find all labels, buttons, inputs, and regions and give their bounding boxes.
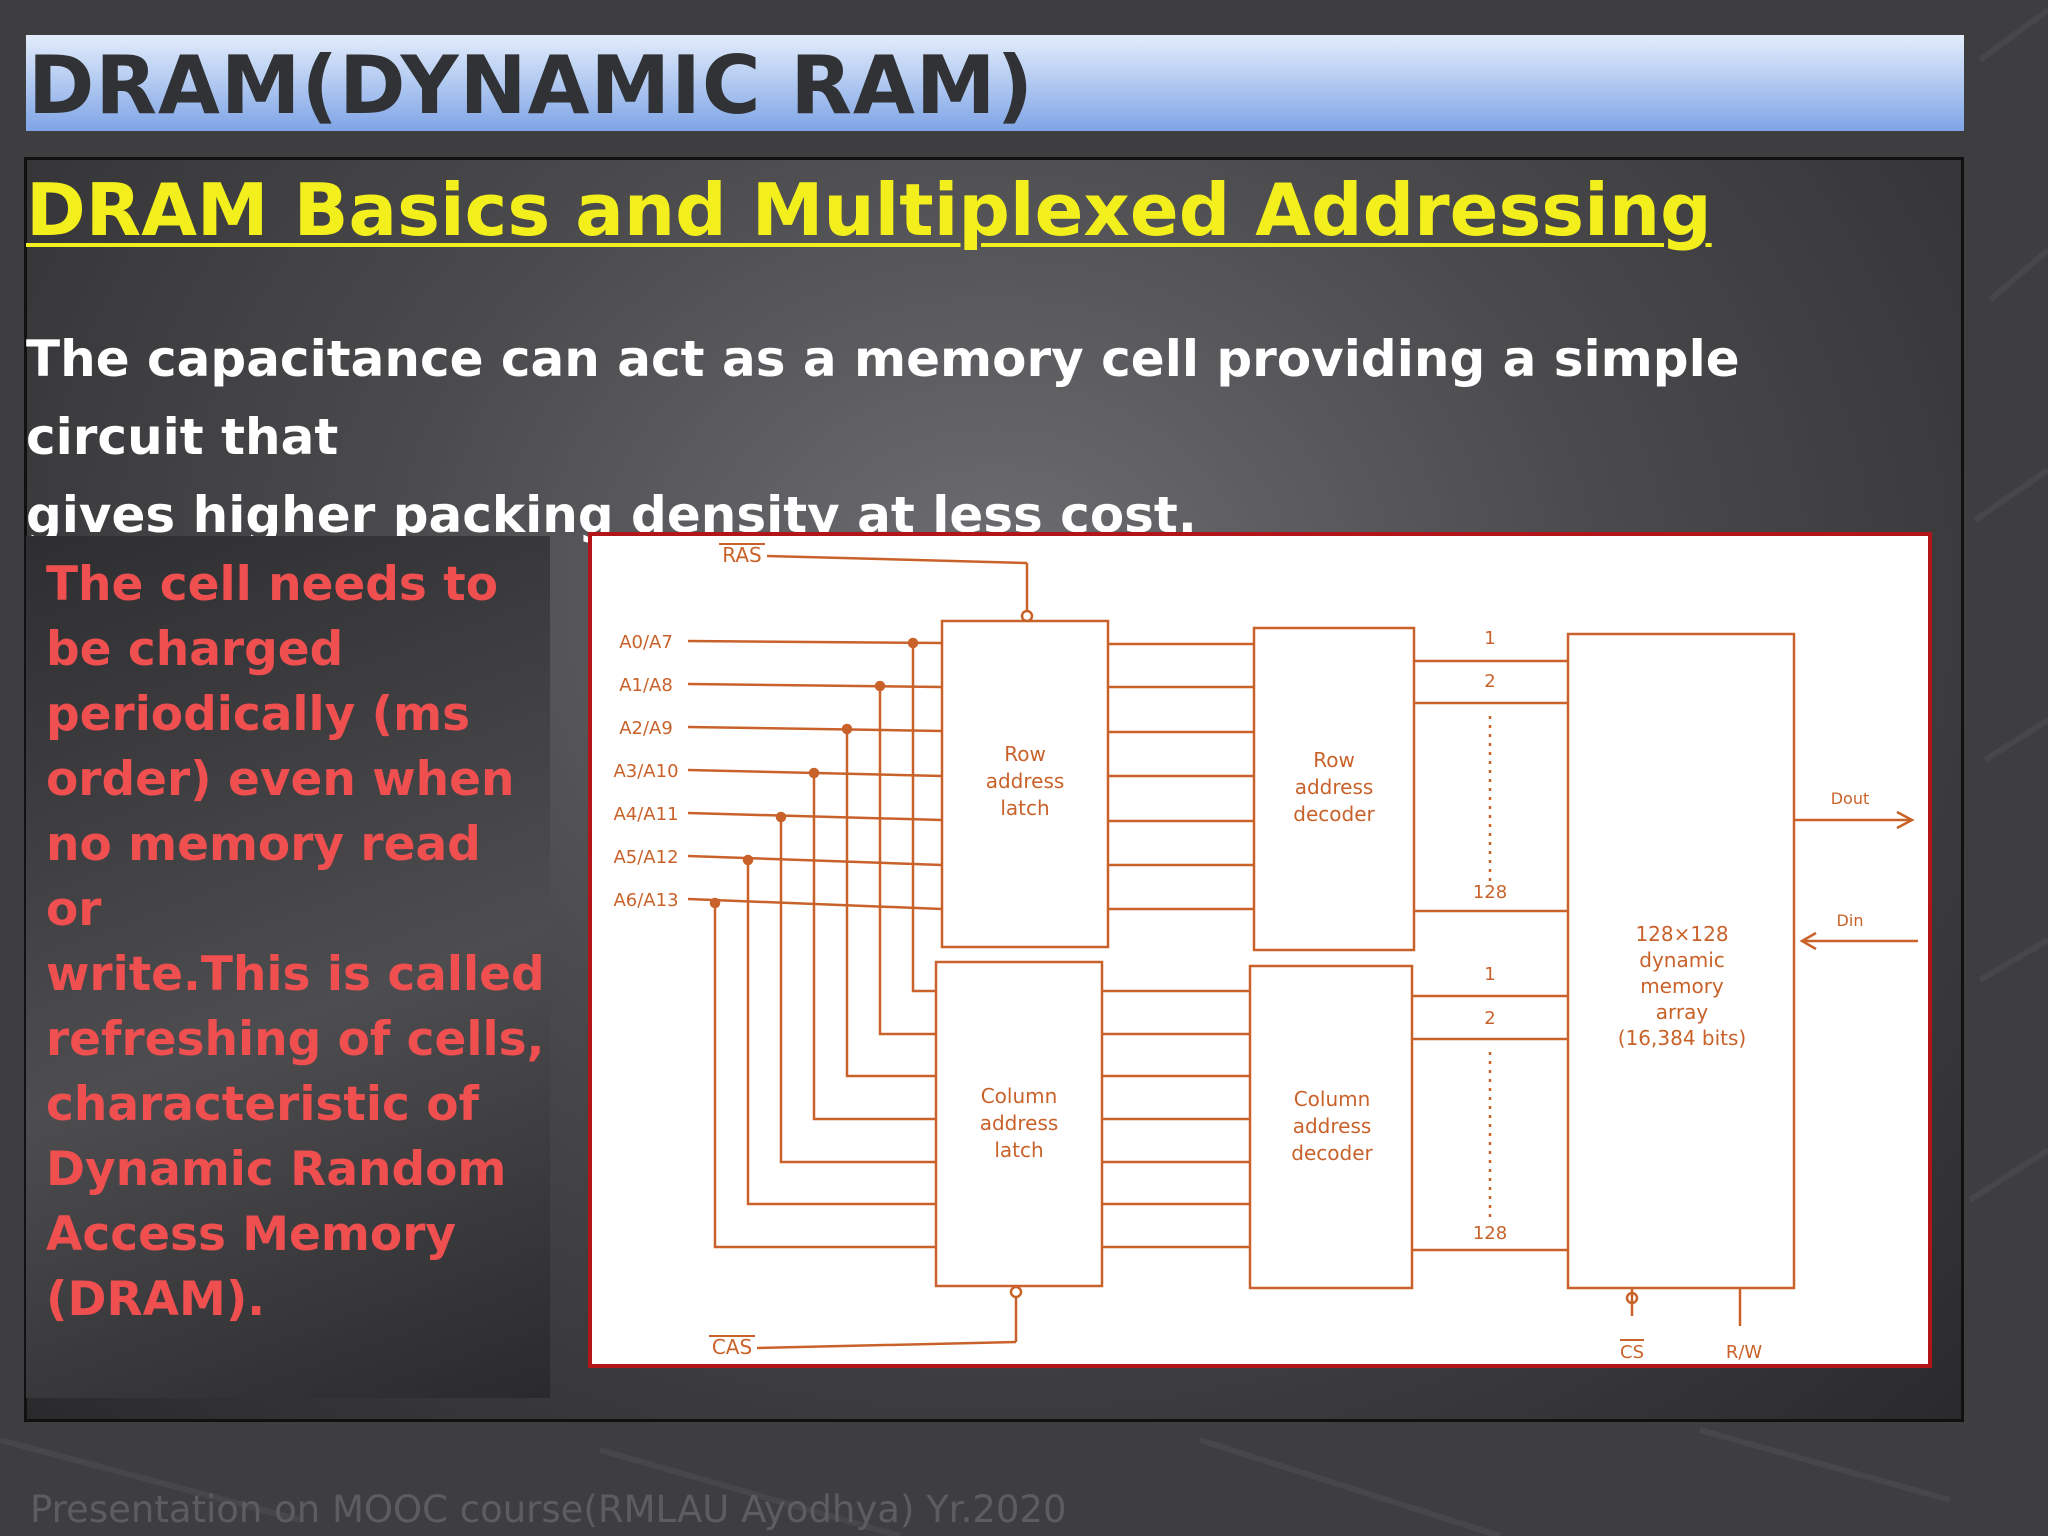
array-label: (16,384 bits) — [1618, 1026, 1746, 1050]
slide-subtitle: DRAM Basics and Multiplexed Addressing — [26, 168, 1712, 252]
array-label: array — [1656, 1000, 1709, 1024]
slide-title: DRAM(DYNAMIC RAM) — [28, 39, 1035, 132]
side-note-line: (DRAM). — [46, 1272, 266, 1327]
column-address-latch-box — [934, 960, 1104, 1288]
diagram-svg: RAS CAS A0/A7 A1/A8 A2/A9 A3/A10 A4/A11 … — [613, 543, 1918, 1363]
ras-label: RAS — [722, 543, 761, 567]
side-note-line: periodically (ms — [46, 687, 471, 742]
column-latch-label: address — [980, 1111, 1059, 1135]
array-label: memory — [1640, 974, 1724, 998]
side-note-line: Dynamic Random — [46, 1142, 507, 1197]
rw-label: R/W — [1726, 1342, 1763, 1363]
address-line-label: A1/A8 — [619, 675, 673, 696]
intro-line-1: The capacitance can act as a memory cell… — [26, 330, 1740, 466]
intro-paragraph: The capacitance can act as a memory cell… — [26, 320, 1926, 554]
address-line-label: A0/A7 — [619, 632, 673, 653]
column-latch-label: Column — [981, 1084, 1058, 1108]
column-decoder-label: address — [1293, 1114, 1372, 1138]
side-note-line: characteristic of — [46, 1077, 479, 1132]
row-latch-label: latch — [1000, 796, 1049, 820]
row-latch-label: Row — [1004, 742, 1046, 766]
side-note-line: be charged — [46, 622, 344, 677]
row-output-number: 1 — [1484, 628, 1495, 649]
column-decoder-label: decoder — [1291, 1141, 1373, 1165]
row-address-decoder-box — [1252, 626, 1416, 952]
side-note-line: write.This is called — [46, 947, 545, 1002]
footer-text: Presentation on MOOC course(RMLAU Ayodhy… — [30, 1488, 1067, 1531]
side-note: The cell needs to be charged periodicall… — [46, 552, 546, 1332]
dram-block-diagram: RAS CAS A0/A7 A1/A8 A2/A9 A3/A10 A4/A11 … — [588, 532, 1932, 1368]
address-line-label: A2/A9 — [619, 718, 673, 739]
column-output-number: 1 — [1484, 964, 1495, 985]
column-latch-label: latch — [994, 1138, 1043, 1162]
address-line-label: A4/A11 — [613, 804, 678, 825]
din-label: Din — [1837, 911, 1864, 930]
side-note-line: no memory read or — [46, 817, 481, 937]
address-line-label: A3/A10 — [613, 761, 678, 782]
side-note-line: order) even when — [46, 752, 515, 807]
array-label: 128×128 — [1635, 922, 1728, 946]
cs-label: CS — [1620, 1342, 1644, 1363]
cas-label: CAS — [712, 1335, 752, 1359]
column-output-number: 2 — [1484, 1008, 1495, 1029]
side-note-line: The cell needs to — [46, 557, 499, 612]
row-latch-label: address — [986, 769, 1065, 793]
row-address-latch-box — [940, 619, 1110, 949]
row-decoder-label: Row — [1313, 748, 1355, 772]
row-output-number: 128 — [1473, 882, 1507, 903]
dout-label: Dout — [1831, 789, 1870, 808]
row-output-number: 2 — [1484, 671, 1495, 692]
row-decoder-label: address — [1295, 775, 1374, 799]
row-decoder-label: decoder — [1293, 802, 1375, 826]
column-decoder-label: Column — [1294, 1087, 1371, 1111]
address-line-label: A5/A12 — [613, 847, 678, 868]
side-note-line: refreshing of cells, — [46, 1012, 545, 1067]
side-note-line: Access Memory — [46, 1207, 457, 1262]
column-output-number: 128 — [1473, 1223, 1507, 1244]
address-line-label: A6/A13 — [613, 890, 678, 911]
array-label: dynamic — [1639, 948, 1725, 972]
column-address-decoder-box — [1248, 964, 1414, 1290]
title-bar — [26, 35, 1964, 131]
side-note-box — [26, 536, 550, 1398]
memory-array-box — [1566, 632, 1796, 1290]
